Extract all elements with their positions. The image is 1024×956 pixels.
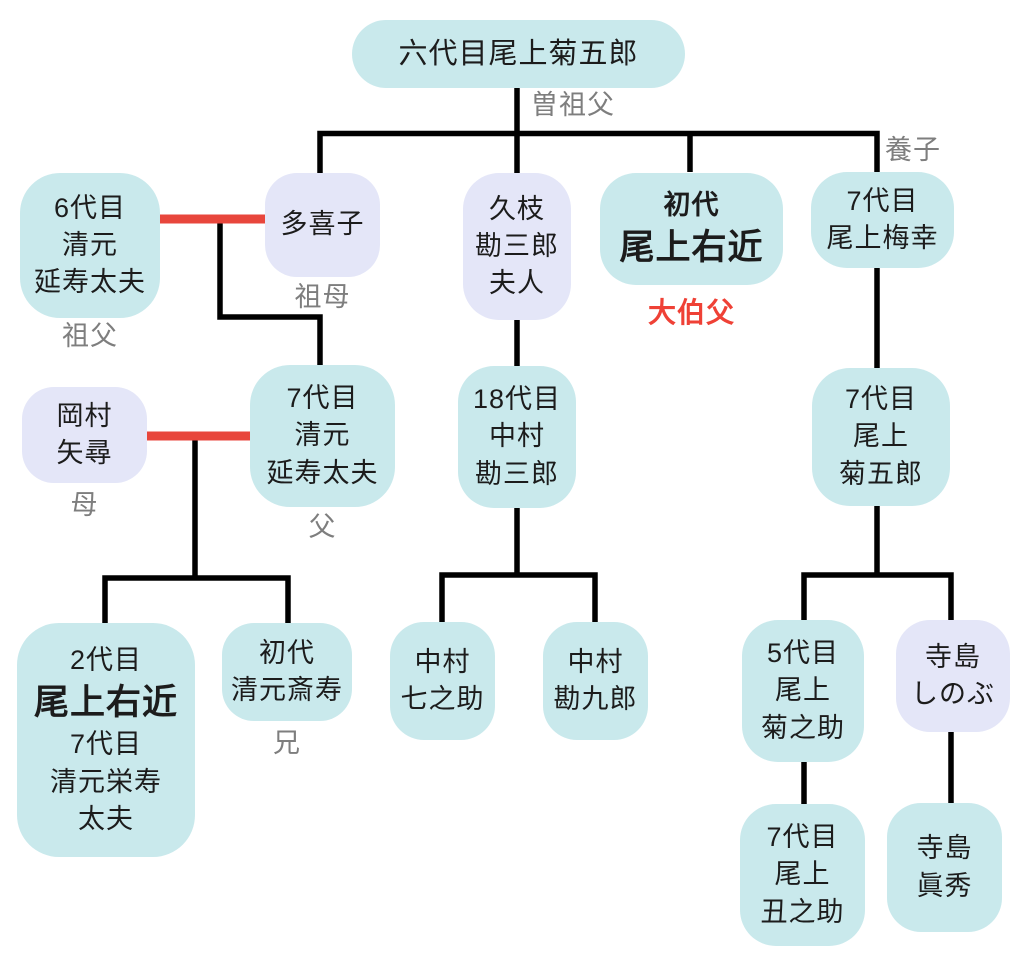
relation-label-great-grandfather: 曽祖父 [531,90,615,120]
person-name: 尾上右近 [619,228,764,267]
node-onoe-kikugoro-vi: 六代目尾上菊五郎 [352,20,685,88]
connector-kikugoro-children-bus [801,572,954,620]
person-name: 延寿太夫 [34,267,146,298]
relation-label-grandmother: 祖母 [294,282,351,312]
person-name: 中村 [567,646,624,677]
node-kiyomoto-enjudayu-vii: 7代目 清元 延寿太夫 [250,365,395,507]
node-kiyomoto-enjudayu-vi: 6代目 清元 延寿太夫 [20,173,160,318]
person-name: 清元斎寿 [231,675,343,705]
relation-label-mother: 母 [70,490,99,520]
person-name: 寺島 [925,641,981,672]
relation-label-adopted-son: 養子 [885,135,941,165]
relation-label-great-uncle: 大伯父 [647,297,735,328]
person-name: 中村 [489,421,545,452]
person-name: 矢尋 [56,438,113,468]
person-name: 7代目 [286,383,359,414]
person-name: 初代 [259,637,315,668]
person-name: 久枝 [489,193,545,224]
person-name: しのぶ [911,679,995,709]
person-name: 多喜子 [280,209,365,240]
person-name: 七之助 [400,684,485,714]
person-name: 清元 [294,420,351,451]
person-name: 清元栄寿 [50,766,162,797]
connector-parents-children-bus [102,575,291,623]
node-hisae-kanzaburo-fujin: 久枝 勘三郎 夫人 [463,173,571,320]
person-name: 太夫 [78,803,134,834]
person-name: 勘三郎 [475,230,559,261]
node-onoe-kikugoro-vii: 7代目 尾上 菊五郎 [812,368,950,506]
person-name: 尾上梅幸 [826,223,939,253]
person-name: 7代目 [846,185,919,216]
node-onoe-ushinosuke-vii: 7代目 尾上 丑之助 [740,804,865,946]
person-name: 尾上 [774,859,831,890]
person-name: 尾上 [853,421,909,452]
person-name: 5代目 [766,638,840,669]
relation-label-father: 父 [308,512,337,542]
connector-kanzaburo-children-bus [439,572,598,622]
node-onoe-kikunosuke-v: 5代目 尾上 菊之助 [742,620,864,762]
node-onoe-ukon-i: 初代 尾上右近 [600,173,783,285]
person-name: 丑之助 [760,896,845,927]
person-name: 7代目 [844,384,918,415]
person-name: 中村 [414,646,471,677]
connector-sibling-bus-top [317,130,880,174]
node-okamura-yahiro: 岡村 矢尋 [22,387,147,483]
person-name: 菊五郎 [839,458,923,489]
node-terajima-shinobu: 寺島 しのぶ [896,620,1010,732]
person-name: 勘三郎 [475,458,559,489]
node-nakamura-kanzaburo-xviii: 18代目 中村 勘三郎 [458,366,576,508]
node-terajima-mahoro: 寺島 眞秀 [887,803,1002,932]
person-name: 六代目尾上菊五郎 [398,37,639,70]
person-name: 寺島 [916,833,973,864]
person-name: 尾上右近 [33,683,178,723]
node-nakamura-shichinosuke: 中村 七之助 [390,622,495,740]
person-name: 夫人 [489,268,545,299]
person-name: 岡村 [56,400,113,431]
person-name: 勘九郎 [553,684,638,714]
person-name: 清元 [62,229,118,260]
node-onoe-baiko-vii: 7代目 尾上梅幸 [811,172,954,268]
node-onoe-ukon-ii: 2代目 尾上右近 7代目 清元栄寿 太夫 [17,623,195,857]
person-name: 7代目 [69,729,143,760]
person-name: 6代目 [53,192,127,223]
person-name: 眞秀 [916,870,973,901]
person-name: 尾上 [775,675,831,706]
person-name: 7代目 [766,822,839,853]
node-kiyomoto-saiju-i: 初代 清元斎寿 [222,623,352,721]
node-takiko: 多喜子 [265,173,380,277]
node-nakamura-kankuro: 中村 勘九郎 [543,622,648,740]
person-name: 菊之助 [761,712,845,743]
person-name: 延寿太夫 [266,457,379,488]
relation-label-grandfather: 祖父 [62,321,118,351]
person-name: 初代 [663,189,720,220]
relation-label-brother: 兄 [273,728,301,758]
person-name: 18代目 [472,384,562,415]
person-name: 2代目 [69,644,143,675]
